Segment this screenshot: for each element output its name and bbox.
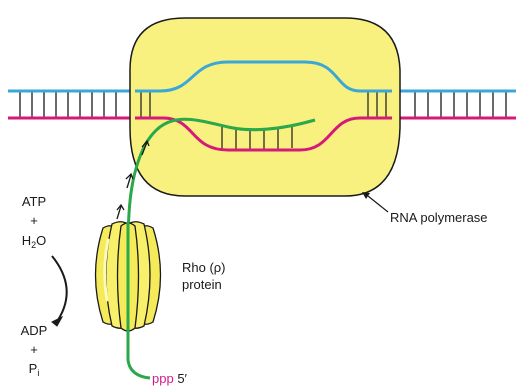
rna-polymerase-pointer-head xyxy=(362,192,370,199)
triphosphate-label: ppp xyxy=(152,371,174,386)
plus-label-bottom: + xyxy=(19,342,49,357)
plus-label-top: + xyxy=(19,213,49,228)
rho-protein-label-line1: Rho (ρ) xyxy=(182,260,226,275)
rna-5-prime-end-label: ppp 5′ xyxy=(152,371,187,386)
five-prime-label: 5′ xyxy=(177,371,187,386)
atp-label: ATP xyxy=(19,194,49,209)
atp-hydrolysis-arrowhead xyxy=(52,317,62,326)
rna-polymerase-label: RNA polymerase xyxy=(390,210,488,225)
atp-hydrolysis-arrow xyxy=(52,256,67,320)
dna-duplex-left xyxy=(20,91,116,118)
dna-duplex-right xyxy=(415,91,506,118)
pi-label: Pi xyxy=(19,361,49,376)
rho-protein-label-line2: protein xyxy=(182,277,222,292)
rna-polymerase-pointer xyxy=(368,196,388,212)
rna-polymerase-body xyxy=(130,18,400,196)
adp-label: ADP xyxy=(17,323,51,338)
h2o-label: H2O xyxy=(17,233,51,248)
